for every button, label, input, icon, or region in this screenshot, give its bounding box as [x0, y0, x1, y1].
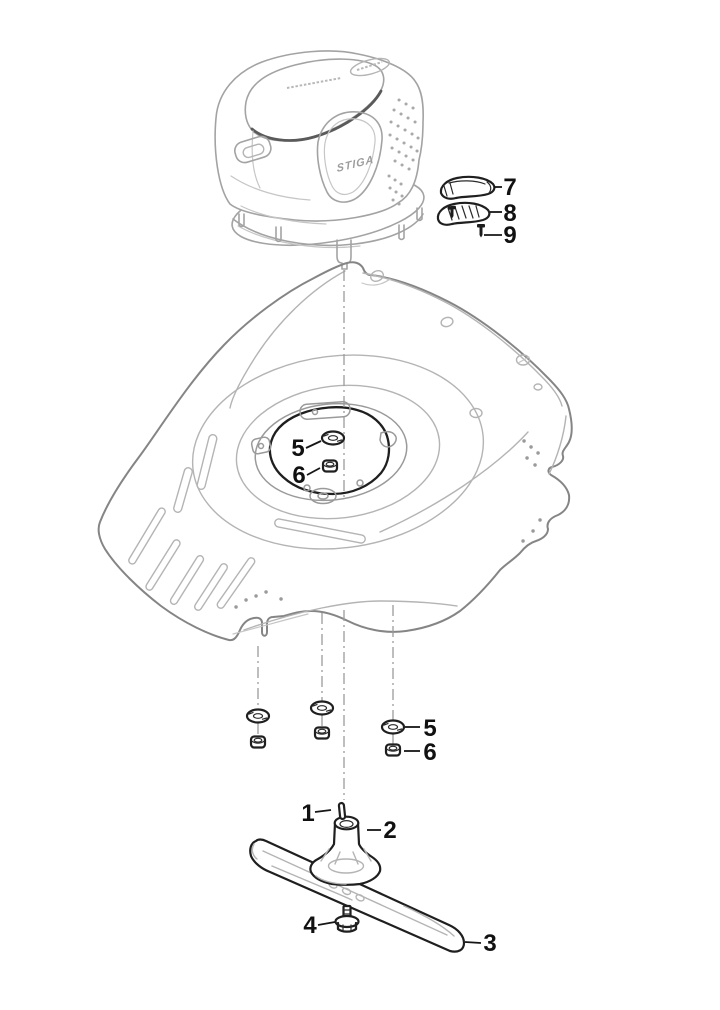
callout-6-lower: 6 [404, 739, 437, 766]
fastener-columns: 5 6 [245, 700, 437, 766]
engine-shell-line2 [240, 205, 327, 225]
callout-7: 7 [494, 174, 517, 201]
nut-column-left [249, 735, 267, 749]
cover-front-seam [250, 89, 383, 142]
callout-6-lower-label: 6 [423, 739, 436, 766]
callout-6-deck: 6 [292, 462, 321, 489]
handle-lever-part-8 [436, 201, 491, 226]
engine-shell-line [230, 175, 311, 201]
callout-8: 8 [490, 200, 517, 227]
washer-part-5-deck [320, 430, 346, 446]
handle-cover-part-7 [439, 175, 496, 200]
engine-mounting-studs [238, 207, 423, 243]
callout-5-lower-label: 5 [423, 715, 436, 742]
deck-outline [97, 261, 573, 642]
callout-4-label: 4 [303, 912, 317, 939]
engine-badge [349, 57, 391, 77]
callout-5-deck: 5 [291, 435, 322, 462]
engine-mount-ring [250, 400, 408, 505]
mount-opening [268, 406, 391, 496]
deck-assembly [97, 261, 573, 642]
engine-top-text-squiggle [286, 77, 342, 89]
callout-3: 3 [464, 930, 497, 957]
callout-2-label: 2 [383, 817, 396, 844]
callout-1: 1 [301, 800, 332, 827]
deck-holes [234, 270, 543, 609]
blade-key-part-1 [337, 801, 347, 821]
nut-column-middle [313, 726, 331, 740]
crankshaft [336, 239, 352, 270]
callout-1-label: 1 [301, 800, 314, 827]
callout-9: 9 [484, 222, 517, 249]
nut-part-6-deck [321, 459, 339, 473]
screw-part-9b [477, 224, 485, 238]
washer-part-5-lower [380, 719, 406, 735]
callout-7-label: 7 [503, 174, 516, 201]
nut-part-6-lower [384, 743, 402, 757]
screw-part-9a [447, 205, 457, 219]
washer-column-left [245, 708, 271, 724]
blade-assembly: 1 2 3 4 [249, 800, 497, 957]
engine-front-panel [316, 111, 383, 203]
callout-2: 2 [367, 817, 397, 844]
engine-top-cover [244, 58, 385, 189]
engine-vent-dots [387, 98, 420, 206]
callout-4: 4 [303, 912, 336, 939]
washer-column-middle [309, 700, 335, 716]
deck-vent-slots [128, 434, 366, 611]
blade-part-3 [249, 838, 466, 953]
handle-parts: 7 8 9 [436, 174, 517, 249]
deck-center-fasteners: 5 6 [291, 430, 346, 489]
callout-3-label: 3 [483, 930, 496, 957]
deck-bowl-inner-ring [235, 384, 441, 520]
blade-bolt-part-4 [334, 904, 360, 933]
blade-hub-part-2 [309, 815, 382, 886]
engine-handle-recess [234, 135, 272, 164]
callout-6-deck-label: 6 [292, 462, 305, 489]
axis-lines [257, 270, 394, 800]
callout-5-lower: 5 [405, 715, 437, 742]
callout-5-deck-label: 5 [291, 435, 304, 462]
deck-bowl-outer-ring [191, 354, 485, 550]
callout-8-label: 8 [503, 200, 516, 227]
callout-9-label: 9 [503, 222, 516, 249]
engine-assembly: STIGA [214, 50, 425, 270]
